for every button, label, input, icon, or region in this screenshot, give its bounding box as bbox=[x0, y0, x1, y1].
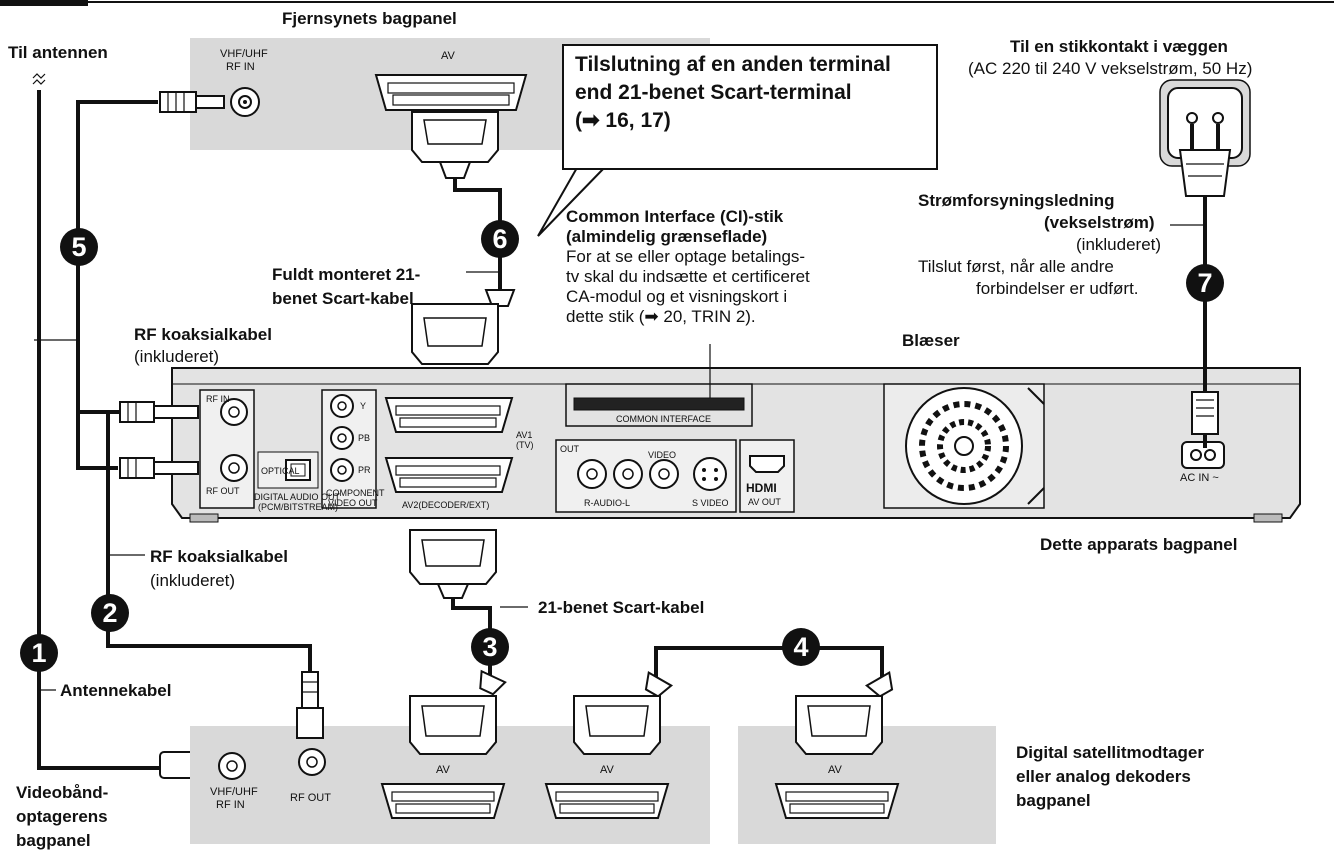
full-scart-label-2: benet Scart-kabel bbox=[272, 289, 414, 308]
rf-plugs-unit bbox=[119, 401, 199, 479]
component-pr: PR bbox=[358, 465, 371, 475]
power-cord-title-2: (vekselstrøm) bbox=[1044, 213, 1155, 232]
rf-coax-included-top: (inkluderet) bbox=[134, 347, 220, 366]
tv-av-label: AV bbox=[441, 50, 455, 62]
power-cord-note-1: Tilslut først, når alle andre bbox=[918, 257, 1114, 276]
step-1-badge: 1 bbox=[20, 634, 58, 672]
callout-line-3: (➡ 16, 17) bbox=[575, 109, 671, 132]
callout-box bbox=[562, 44, 938, 170]
digital-audio-out-2: (PCM/BITSTREAM) bbox=[258, 502, 338, 512]
power-cord-note-2: forbindelser er udført. bbox=[976, 279, 1139, 298]
sat-back-label-3: bagpanel bbox=[1016, 791, 1091, 810]
wall-outlet-title: Til en stikkontakt i væggen bbox=[1010, 37, 1228, 56]
step-5-badge: 5 bbox=[60, 228, 98, 266]
antenna-cable-line bbox=[37, 90, 162, 770]
step-4-badge: 4 bbox=[782, 628, 820, 666]
digital-audio-out-1: DIGITAL AUDIO OUT bbox=[254, 492, 341, 502]
vcr-back-label-2: optagerens bbox=[16, 807, 108, 826]
wall-outlet-spec: (AC 220 til 240 V vekselstrøm, 50 Hz) bbox=[968, 59, 1253, 78]
antenna-cable-label: Antennekabel bbox=[60, 681, 172, 700]
component-pb: PB bbox=[358, 433, 371, 443]
optical-label: OPTICAL bbox=[261, 466, 300, 476]
tv-rf-in: RF IN bbox=[226, 61, 255, 73]
ci-text-2: tv skal du indsætte et certificeret bbox=[566, 267, 810, 286]
vcr-rf-in: RF IN bbox=[216, 799, 245, 811]
ci-title-2: (almindelig grænseflade) bbox=[566, 227, 768, 246]
rf-coax-included-bottom: (inkluderet) bbox=[150, 571, 236, 590]
scart-cable-4 bbox=[654, 646, 884, 680]
ci-title-1: Common Interface (CI)-stik bbox=[566, 207, 784, 226]
sat-back-label-2: eller analog dekoders bbox=[1016, 767, 1191, 786]
video-label: VIDEO bbox=[648, 450, 677, 460]
callout-line-1: Tilslutning af en anden terminal bbox=[575, 53, 891, 76]
step-7-badge: 7 bbox=[1186, 264, 1224, 302]
rf-coax-cable-5 bbox=[76, 100, 158, 470]
av1-tv-label: (TV) bbox=[516, 440, 534, 450]
unit-back-label: Dette apparats bagpanel bbox=[1040, 535, 1238, 554]
unit-back-panel bbox=[171, 367, 1301, 523]
ci-text-4: dette stik (➡ 20, TRIN 2). bbox=[566, 307, 756, 326]
s-video-label: S VIDEO bbox=[692, 498, 729, 508]
antenna-mark bbox=[32, 73, 46, 79]
rf-plug-tv bbox=[159, 91, 225, 113]
ac-in-label: AC IN ~ bbox=[1180, 472, 1219, 484]
scart-plug-vcr-1 bbox=[409, 669, 507, 755]
power-cord-title-1: Strømforsyningsledning bbox=[918, 191, 1115, 210]
power-plug bbox=[1178, 124, 1232, 197]
wall-outlet bbox=[1159, 79, 1251, 167]
scart-plug-satellite bbox=[795, 670, 894, 755]
rf-coax-cable-2 bbox=[106, 410, 312, 672]
unit-rf-in-label: RF IN bbox=[206, 394, 230, 404]
av1-label: AV1 bbox=[516, 430, 533, 440]
to-antenna-label: Til antennen bbox=[8, 43, 108, 62]
hdmi-logo: HDMI bbox=[746, 481, 777, 495]
scart-21-label: 21-benet Scart-kabel bbox=[538, 598, 705, 617]
step-6-badge: 6 bbox=[481, 220, 519, 258]
sat-back-label-1: Digital satellitmodtager bbox=[1016, 743, 1204, 762]
vcr-vhf-uhf: VHF/UHF bbox=[210, 786, 258, 798]
audio-label: R-AUDIO-L bbox=[584, 498, 631, 508]
av-out-label: AV OUT bbox=[748, 497, 781, 507]
vcr-rf-out: RF OUT bbox=[290, 792, 331, 804]
out-label: OUT bbox=[560, 444, 579, 454]
full-scart-label-1: Fuldt monteret 21- bbox=[272, 265, 421, 284]
tv-vhf-uhf: VHF/UHF bbox=[220, 48, 268, 60]
ci-text-1: For at se eller optage betalings- bbox=[566, 247, 806, 266]
av2-label: AV2(DECODER/EXT) bbox=[402, 500, 490, 510]
scart-plug-unit-av2 bbox=[409, 529, 497, 599]
sat-av-label: AV bbox=[828, 764, 842, 776]
step-2-badge: 2 bbox=[91, 594, 129, 632]
callout-line-2: end 21-benet Scart-terminal bbox=[575, 81, 852, 104]
vcr-av-label-1: AV bbox=[436, 764, 450, 776]
callout-pointer bbox=[537, 165, 607, 237]
blower-label: Blæser bbox=[902, 331, 960, 350]
scart-plug-vcr-2 bbox=[573, 670, 674, 755]
component-label-2: VIDEO OUT bbox=[328, 498, 378, 508]
vcr-back-label-1: Videobånd- bbox=[16, 783, 109, 802]
rf-coax-label-top: RF koaksialkabel bbox=[134, 325, 272, 344]
component-y: Y bbox=[360, 401, 367, 411]
power-connector bbox=[1191, 391, 1219, 448]
vcr-back-label-3: bagpanel bbox=[16, 831, 91, 850]
rf-coax-label-bottom: RF koaksialkabel bbox=[150, 547, 288, 566]
unit-rf-out-label: RF OUT bbox=[206, 486, 240, 496]
common-interface-label: COMMON INTERFACE bbox=[616, 414, 712, 424]
component-label-1: COMPONENT bbox=[326, 488, 385, 498]
tv-back-label: Fjernsynets bagpanel bbox=[282, 9, 457, 28]
scart-plug-unit-av1 bbox=[411, 289, 516, 365]
ci-text-3: CA-modul og et visningskort i bbox=[566, 287, 788, 306]
power-cord-included: (inkluderet) bbox=[1076, 235, 1162, 254]
step-3-badge: 3 bbox=[471, 628, 509, 666]
vcr-av-label-2: AV bbox=[600, 764, 614, 776]
